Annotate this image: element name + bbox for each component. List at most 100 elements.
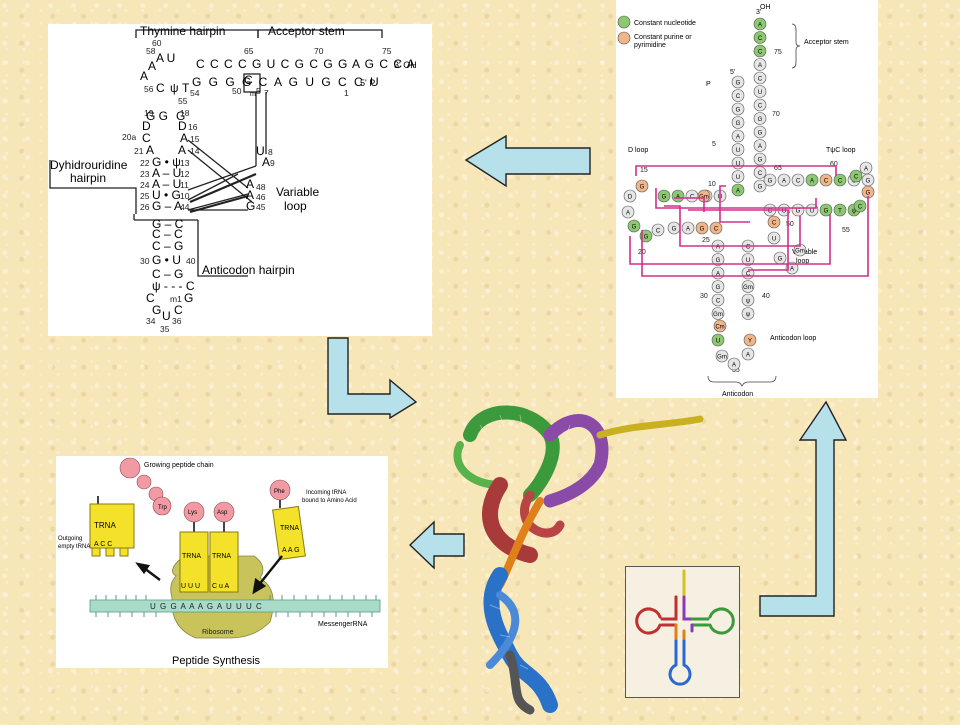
nucleotide-label: C bbox=[746, 272, 751, 278]
nucleotide-label: C bbox=[758, 171, 763, 177]
nucleotide-label: G bbox=[758, 158, 763, 164]
schematic-svg bbox=[635, 569, 735, 686]
outgoing-label-2: empty tRNA bbox=[58, 544, 90, 550]
nucleotide-label: U bbox=[758, 90, 762, 96]
tpsic-loop-label: TψC loop bbox=[826, 147, 856, 154]
svg-text:75: 75 bbox=[382, 46, 392, 56]
variable-loop-label-2: loop bbox=[284, 199, 307, 213]
svg-text:16: 16 bbox=[188, 122, 198, 132]
nucleotide-node bbox=[731, 89, 745, 102]
nucleotide-label: G bbox=[640, 185, 645, 191]
nucleotide-label: U bbox=[736, 148, 740, 154]
svg-text:A: A bbox=[180, 131, 188, 145]
nucleotide-node bbox=[711, 293, 725, 307]
svg-text:7: 7 bbox=[264, 88, 269, 98]
svg-text:C: C bbox=[142, 131, 151, 145]
nucleotide-label: A bbox=[782, 179, 786, 185]
dhu-bracket bbox=[49, 160, 137, 214]
nucleotide-label: G bbox=[778, 257, 783, 263]
nucleotide-label: A bbox=[716, 245, 720, 251]
nucleotide-node bbox=[731, 183, 745, 197]
nucleotide-label: ψ bbox=[852, 209, 856, 215]
svg-text:C: C bbox=[174, 303, 183, 317]
svg-text:TRNA: TRNA bbox=[212, 553, 231, 560]
nucleotide-node bbox=[741, 280, 755, 293]
nucleotide-node bbox=[731, 116, 745, 129]
svg-text:60: 60 bbox=[152, 38, 162, 48]
svg-text:50: 50 bbox=[232, 86, 242, 96]
svg-text:C – G: C – G bbox=[152, 239, 183, 253]
svg-text:A C C: A C C bbox=[94, 541, 112, 548]
svg-text:60: 60 bbox=[830, 161, 838, 168]
anticodon-bracket bbox=[197, 220, 248, 277]
legend-purine-2: pyrimidine bbox=[634, 42, 666, 49]
nucleotide-node bbox=[753, 85, 767, 98]
nucleotide-label: C bbox=[758, 104, 763, 110]
dhu-hairpin-label-2: hairpin bbox=[70, 171, 106, 185]
svg-text:65: 65 bbox=[774, 165, 782, 172]
cloverleaf-svg: Thymine hairpin Acceptor stem Dyhidrouri… bbox=[49, 24, 417, 334]
nucleotide-node bbox=[715, 349, 729, 363]
nucleotide-label: G bbox=[796, 209, 801, 215]
nucleotide-label: G bbox=[736, 121, 741, 127]
svg-text:55: 55 bbox=[178, 96, 188, 106]
svg-text:A: A bbox=[148, 59, 156, 73]
svg-text:30: 30 bbox=[140, 256, 150, 266]
nucleotide-node bbox=[627, 219, 641, 233]
nucleotide-label: U bbox=[736, 162, 740, 168]
nucleotide-node bbox=[731, 129, 745, 143]
svg-text:A: A bbox=[246, 188, 254, 202]
arrow-down-right bbox=[327, 337, 418, 420]
nucleotide-label: Gm bbox=[713, 312, 723, 318]
incoming-arrow bbox=[257, 555, 283, 587]
svg-text:A: A bbox=[146, 143, 154, 157]
nucleotide-node bbox=[731, 75, 745, 89]
anticodon-loop-label: Anticodon loop bbox=[770, 335, 816, 342]
svg-text:OH: OH bbox=[760, 4, 771, 11]
nucleotide-node bbox=[657, 189, 671, 203]
svg-text:U: U bbox=[162, 309, 171, 323]
svg-text:14: 14 bbox=[190, 146, 200, 156]
svg-text:58: 58 bbox=[146, 46, 156, 56]
nucleotide-node bbox=[651, 223, 665, 237]
nucleotide-label: ψ bbox=[746, 299, 750, 305]
nucleotide-node bbox=[859, 161, 873, 175]
nucleotide-node bbox=[753, 152, 767, 166]
svg-text:15: 15 bbox=[190, 134, 200, 144]
svg-text:23: 23 bbox=[140, 169, 150, 179]
svg-text:9: 9 bbox=[270, 158, 275, 168]
peptide-synthesis-diagram: Growing peptide chain Trp Lys Asp Phe Ri… bbox=[56, 456, 388, 668]
svg-text:70: 70 bbox=[314, 46, 324, 56]
nucleotide-label: U bbox=[716, 339, 720, 345]
svg-text:A U: A U bbox=[156, 51, 175, 65]
trna-middle: TRNA TRNA U U U C u A bbox=[179, 522, 239, 593]
svg-text:U • G: U • G bbox=[152, 188, 181, 202]
svg-text:U: U bbox=[256, 144, 265, 158]
svg-text:A: A bbox=[178, 143, 186, 157]
svg-text:C: C bbox=[244, 73, 253, 87]
acceptor-stem-label: Acceptor stem bbox=[804, 39, 849, 46]
svg-text:P: P bbox=[706, 81, 711, 88]
arrow-left-bottom bbox=[408, 520, 465, 570]
legend-green-dot bbox=[617, 15, 631, 29]
legend-constant: Constant nucleotide bbox=[634, 20, 696, 27]
svg-text:24: 24 bbox=[140, 180, 150, 190]
three-prime-label: 3' OH bbox=[394, 60, 417, 70]
svg-text:75: 75 bbox=[774, 49, 782, 56]
svg-text:G: G bbox=[184, 291, 193, 305]
bottom-strand: G G G G C A G U G C C U bbox=[192, 75, 381, 89]
nucleotide-label: G bbox=[824, 209, 829, 215]
nucleotide-label: Cm bbox=[715, 325, 724, 331]
svg-text:m1: m1 bbox=[170, 294, 182, 304]
nucleotide-node bbox=[741, 307, 755, 320]
nucleotide-label: C bbox=[772, 221, 777, 227]
nucleotide-label: A bbox=[732, 363, 736, 369]
svg-text:40: 40 bbox=[186, 256, 196, 266]
svg-text:21: 21 bbox=[134, 146, 144, 156]
svg-text:54: 54 bbox=[190, 88, 200, 98]
nucleotide-node bbox=[743, 333, 757, 347]
nucleotide-label: C bbox=[758, 77, 763, 83]
legend-orange-dot bbox=[617, 31, 631, 45]
trna-3d-structure bbox=[440, 405, 740, 720]
growing-chain-label: Growing peptide chain bbox=[144, 462, 214, 469]
